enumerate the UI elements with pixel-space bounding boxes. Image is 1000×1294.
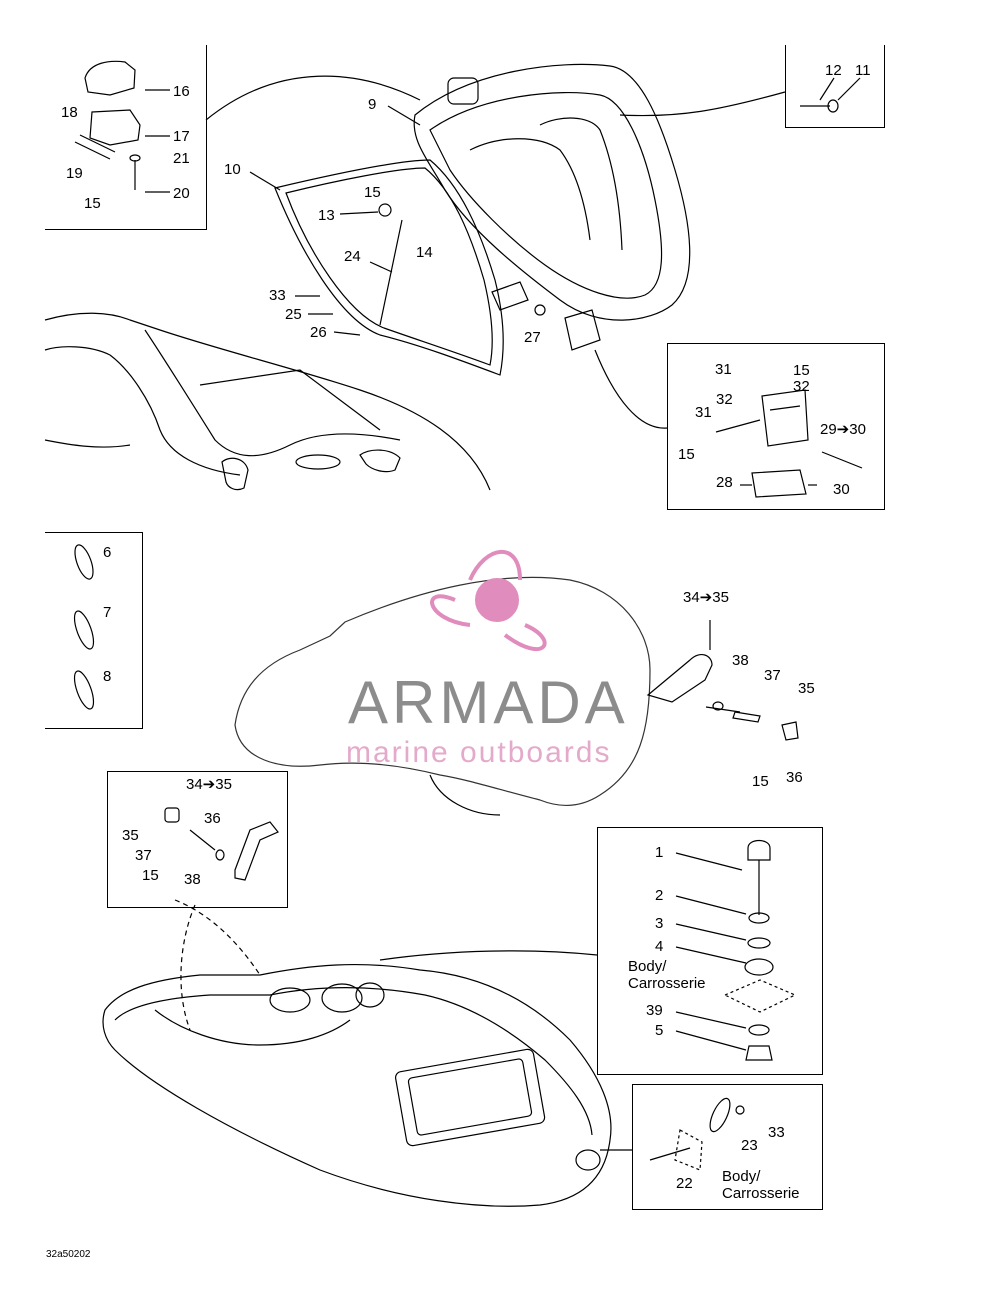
detail-box-latch bbox=[45, 45, 207, 230]
callout-2: 2 bbox=[655, 887, 664, 904]
callout-8: 8 bbox=[103, 668, 112, 685]
callout-36-mid: 36 bbox=[786, 769, 803, 786]
body-label-eyelet: Body/ Carrosserie bbox=[722, 1168, 800, 1202]
callout-32-a: 32 bbox=[793, 378, 810, 395]
detail-box-pin bbox=[785, 45, 885, 128]
callout-37-handle: 37 bbox=[135, 847, 152, 864]
callout-26: 26 bbox=[310, 324, 327, 341]
callout-3: 3 bbox=[655, 915, 664, 932]
callout-15-mid: 15 bbox=[752, 773, 769, 790]
callout-16: 16 bbox=[173, 83, 190, 100]
callout-20: 20 bbox=[173, 185, 190, 202]
callout-19: 19 bbox=[66, 165, 83, 182]
callout-23: 23 bbox=[741, 1137, 758, 1154]
callout-39: 39 bbox=[646, 1002, 663, 1019]
callout-15-latch: 15 bbox=[84, 195, 101, 212]
callout-27: 27 bbox=[524, 329, 541, 346]
callout-33-eyelet: 33 bbox=[768, 1124, 785, 1141]
figure-code: 32a50202 bbox=[46, 1249, 91, 1260]
callout-18: 18 bbox=[61, 104, 78, 121]
callout-22: 22 bbox=[676, 1175, 693, 1192]
callout-9: 9 bbox=[368, 96, 377, 113]
callout-1: 1 bbox=[655, 844, 664, 861]
callout-25: 25 bbox=[285, 306, 302, 323]
detail-box-hinge bbox=[667, 343, 885, 510]
callout-29-30: 29➔30 bbox=[820, 421, 866, 438]
body-label-fastener: Body/ Carrosserie bbox=[628, 958, 706, 992]
callout-28: 28 bbox=[716, 474, 733, 491]
callout-30: 30 bbox=[833, 481, 850, 498]
callout-17: 17 bbox=[173, 128, 190, 145]
callout-34-35-handle: 34➔35 bbox=[186, 776, 232, 793]
callout-21: 21 bbox=[173, 150, 190, 167]
callout-6: 6 bbox=[103, 544, 112, 561]
callout-36-handle: 36 bbox=[204, 810, 221, 827]
callout-5: 5 bbox=[655, 1022, 664, 1039]
watermark-tagline: marine outboards bbox=[346, 736, 612, 769]
callout-31-b: 31 bbox=[695, 404, 712, 421]
callout-32-b: 32 bbox=[716, 391, 733, 408]
callout-38-handle: 38 bbox=[184, 871, 201, 888]
callout-12: 12 bbox=[825, 62, 842, 79]
callout-15-top: 15 bbox=[364, 184, 381, 201]
watermark-brand: ARMADA bbox=[348, 669, 629, 736]
callout-7: 7 bbox=[103, 604, 112, 621]
callout-37-mid: 37 bbox=[764, 667, 781, 684]
detail-box-handle bbox=[107, 771, 288, 908]
callout-33-top: 33 bbox=[269, 287, 286, 304]
callout-35-handle: 35 bbox=[122, 827, 139, 844]
callout-24: 24 bbox=[344, 248, 361, 265]
callout-4: 4 bbox=[655, 938, 664, 955]
callout-31-a: 31 bbox=[715, 361, 732, 378]
detail-box-eyelet bbox=[632, 1084, 823, 1210]
callout-15-hinge-b: 15 bbox=[678, 446, 695, 463]
callout-10: 10 bbox=[224, 161, 241, 178]
detail-box-straps bbox=[45, 532, 143, 729]
callout-11: 11 bbox=[855, 62, 871, 79]
callout-15-hinge-a: 15 bbox=[793, 362, 810, 379]
callout-14: 14 bbox=[416, 244, 433, 261]
callout-38-mid: 38 bbox=[732, 652, 749, 669]
callout-13: 13 bbox=[318, 207, 335, 224]
detail-box-fastener bbox=[597, 827, 823, 1075]
callout-34-35-mid: 34➔35 bbox=[683, 589, 729, 606]
callout-15-handle: 15 bbox=[142, 867, 159, 884]
callout-35-mid: 35 bbox=[798, 680, 815, 697]
